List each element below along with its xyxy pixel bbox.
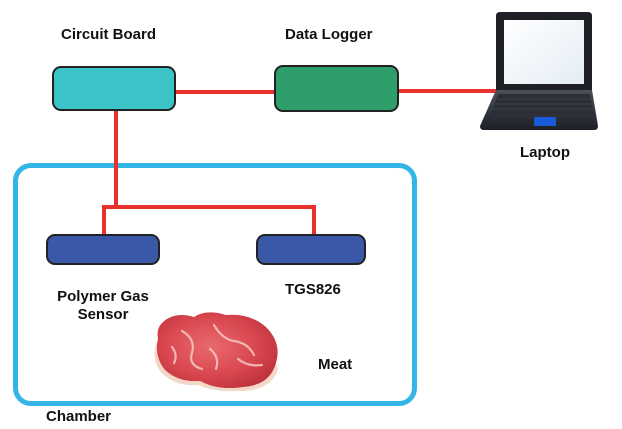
polymer-gas-sensor-box xyxy=(46,234,160,265)
tgs826-sensor-box xyxy=(256,234,366,265)
laptop-label: Laptop xyxy=(520,144,570,161)
wire-horizontal-split xyxy=(102,205,316,209)
polymer-gas-sensor-label-line2: Sensor xyxy=(77,306,129,323)
meat-steak-icon xyxy=(154,312,278,391)
polymer-gas-sensor-label: Polymer Gas Sensor xyxy=(50,288,156,324)
wire-board-down xyxy=(114,110,118,207)
data-logger-label: Data Logger xyxy=(285,26,373,43)
chamber-label: Chamber xyxy=(46,408,112,425)
circuit-board-box xyxy=(52,66,176,111)
data-logger-box xyxy=(274,65,399,112)
wire-to-tgs826 xyxy=(312,205,316,235)
polymer-gas-sensor-label-line1: Polymer Gas xyxy=(57,288,149,305)
wire-logger-to-laptop xyxy=(399,89,504,93)
circuit-board-label: Circuit Board xyxy=(61,26,157,43)
meat-label: Meat xyxy=(318,356,353,373)
wire-to-polymer-sensor xyxy=(102,205,106,235)
wire-board-to-logger xyxy=(176,90,274,94)
chamber-outline xyxy=(13,163,417,406)
tgs826-label: TGS826 xyxy=(285,281,341,298)
laptop-icon xyxy=(480,12,598,130)
